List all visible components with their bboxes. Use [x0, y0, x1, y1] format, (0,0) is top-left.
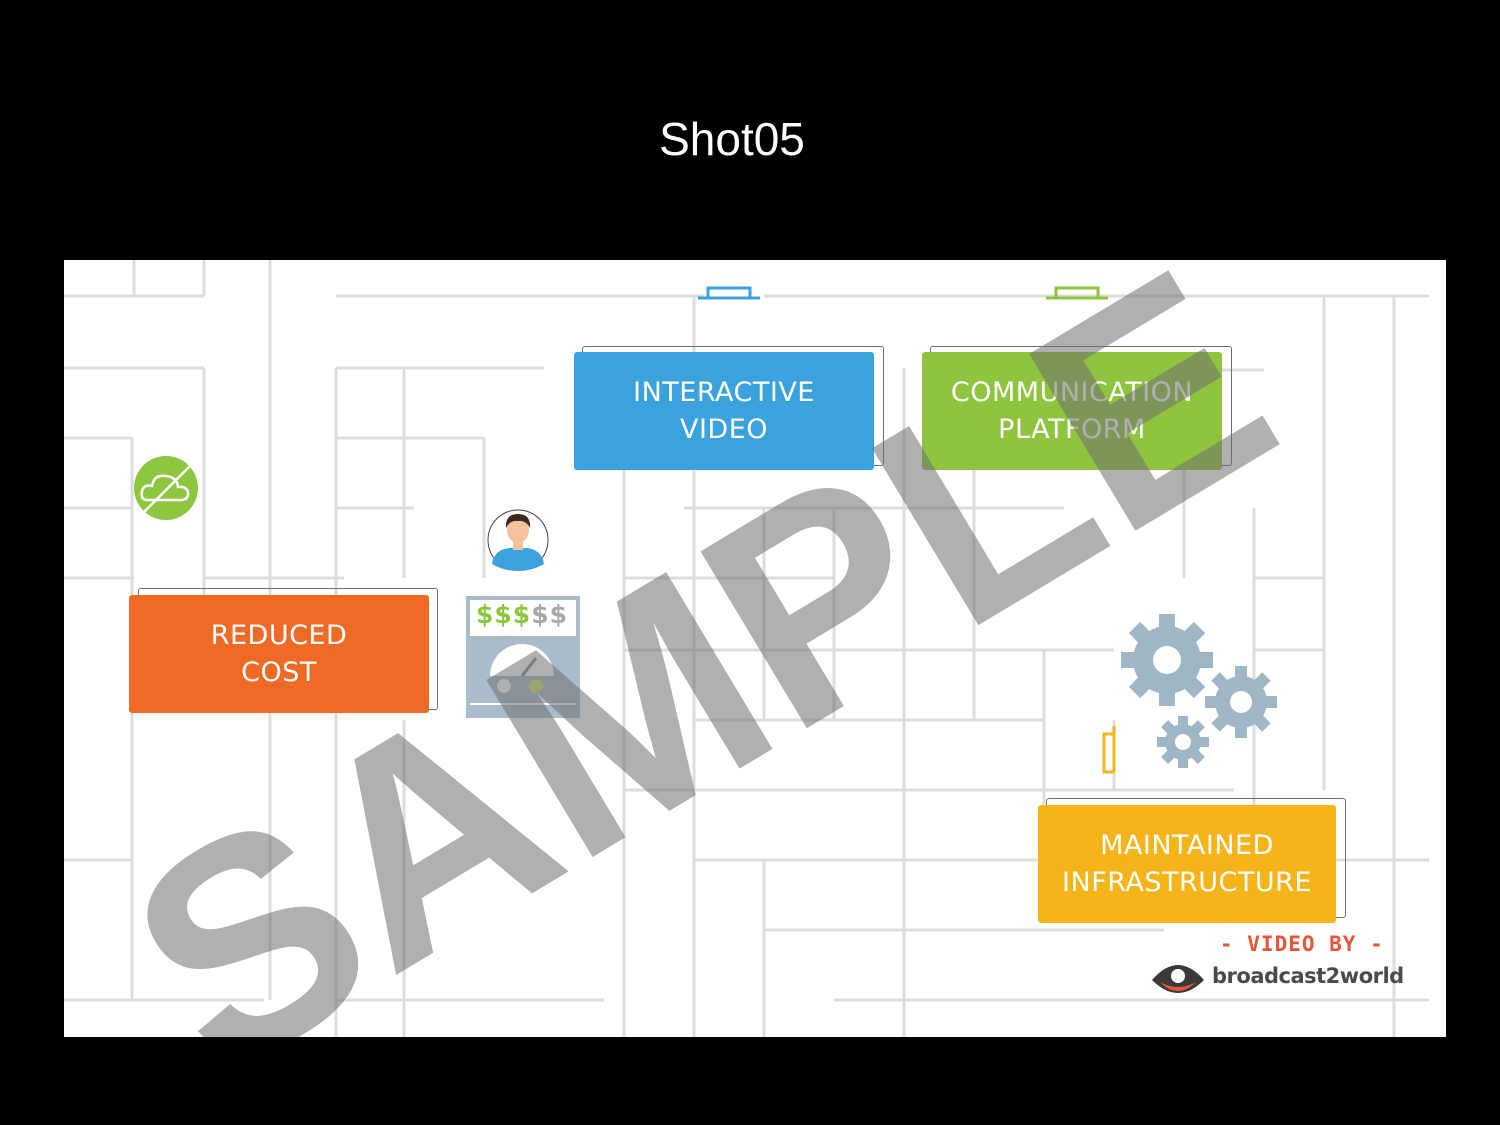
interactive-video-line2: VIDEO — [679, 414, 769, 445]
maintained-infrastructure-line1: MAINTAINED — [1100, 830, 1274, 861]
page-title: Shot05 — [659, 113, 805, 165]
reduced-cost-line1: REDUCED — [210, 620, 348, 651]
interactive-video-line1: INTERACTIVE — [633, 377, 815, 408]
communication-platform-line2: PLATFORM — [998, 414, 1146, 445]
communication-platform-box: COMMUNICATION PLATFORM — [922, 352, 1222, 470]
video-frame: INTERACTIVE VIDEO COMMUNICATION PLATFORM… — [64, 260, 1446, 1037]
reduced-cost-box: REDUCED COST — [129, 595, 429, 713]
cost-meter-active-symbols: $$$ — [476, 600, 532, 629]
brand-name: broadcast2world — [1212, 964, 1404, 988]
maintained-infrastructure-box: MAINTAINED INFRASTRUCTURE — [1038, 805, 1336, 923]
communication-platform-line1: COMMUNICATION — [950, 377, 1194, 408]
cost-meter-symbols: $$$$$ — [464, 600, 580, 629]
maintained-infrastructure-line2: INFRASTRUCTURE — [1062, 867, 1312, 898]
cost-meter-inactive-symbols: $$ — [531, 600, 568, 629]
reduced-cost-line2: COST — [241, 657, 317, 688]
credit-label: - VIDEO BY - — [1220, 932, 1384, 956]
interactive-video-box: INTERACTIVE VIDEO — [574, 352, 874, 470]
